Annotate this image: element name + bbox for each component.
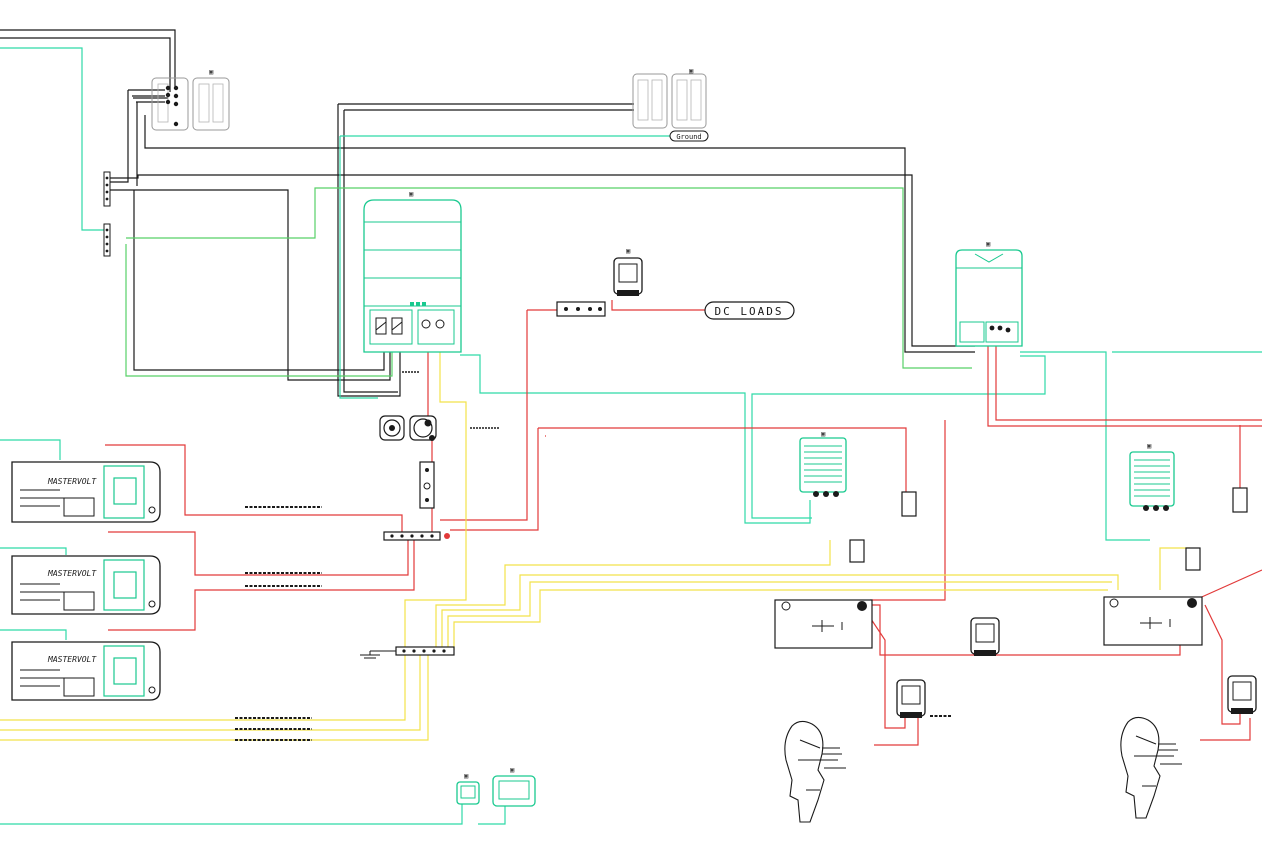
brand-label: MASTERVOLT — [47, 477, 97, 486]
ground-label: Ground — [669, 130, 709, 142]
svg-text:▣: ▣ — [821, 430, 825, 438]
terminal-strip-icon — [103, 171, 111, 207]
battery-switch-icon — [379, 415, 405, 441]
battery-switch-icon — [409, 415, 437, 441]
yellow-wires — [0, 342, 1190, 741]
display-panel-icon: ▣ — [492, 766, 536, 807]
switch-panel-right-group: ▣ — [632, 67, 707, 129]
cable-label — [402, 371, 500, 429]
battery-monitor-icon — [970, 617, 1000, 656]
svg-text:▣: ▣ — [626, 247, 630, 255]
outboard-engine-icon — [1120, 716, 1182, 819]
red-wires — [105, 300, 1262, 746]
brand-label: MASTERVOLT — [47, 655, 97, 664]
svg-text:▣: ▣ — [510, 766, 514, 774]
cable-id-strips — [235, 506, 952, 741]
svg-text:▣: ▣ — [986, 240, 990, 248]
switch-panel-icon — [151, 77, 189, 131]
battery-icon — [1103, 596, 1203, 646]
black-wires — [0, 29, 975, 397]
svg-text:▣: ▣ — [1147, 442, 1151, 450]
battery-icon — [774, 599, 873, 649]
svg-text:▣: ▣ — [689, 67, 693, 75]
mastervolt-unit: MASTERVOLT — [11, 641, 161, 701]
ground-text: Ground — [676, 133, 701, 141]
dc-loads-label: DC LOADS — [704, 301, 795, 320]
switch-panel-icon — [192, 77, 230, 131]
green-wires — [0, 47, 1262, 825]
mastervolt-unit: MASTERVOLT — [11, 555, 161, 615]
ground-symbol-icon — [360, 650, 396, 659]
switch-panel-left-group: ▣ — [151, 68, 230, 131]
battery-monitor-icon: ▣ — [613, 247, 643, 296]
switch-panel-icon — [632, 73, 668, 129]
brand-label: MASTERVOLT — [47, 569, 97, 578]
svg-text:▣: ▣ — [409, 190, 413, 198]
fuse-block-icon — [849, 487, 1248, 571]
svg-text:▣: ▣ — [464, 772, 468, 780]
dc-loads-text: DC LOADS — [715, 305, 784, 318]
display-panel-icon: ▣ — [456, 772, 480, 805]
battery-monitor-icon — [896, 679, 926, 718]
busbar-icon — [395, 646, 455, 656]
mastervolt-unit: MASTERVOLT — [11, 461, 161, 523]
dc-dc-charger-icon: ▣ — [799, 430, 847, 497]
terminal-strip-icon — [103, 223, 111, 257]
lime-wires — [125, 187, 972, 377]
switch-panel-icon — [671, 73, 707, 129]
inverter-charger-icon: ▣ — [955, 240, 1023, 347]
distribution-block-icon — [556, 301, 606, 317]
inverter-charger-icon: ▣ — [363, 190, 462, 353]
busbar-icon — [383, 531, 450, 541]
fuse-holder-icon — [419, 461, 435, 509]
dc-dc-charger-icon: ▣ — [1129, 442, 1175, 511]
battery-monitor-icon — [1227, 675, 1257, 714]
outboard-engine-icon — [784, 720, 846, 823]
svg-text:▣: ▣ — [209, 68, 213, 76]
